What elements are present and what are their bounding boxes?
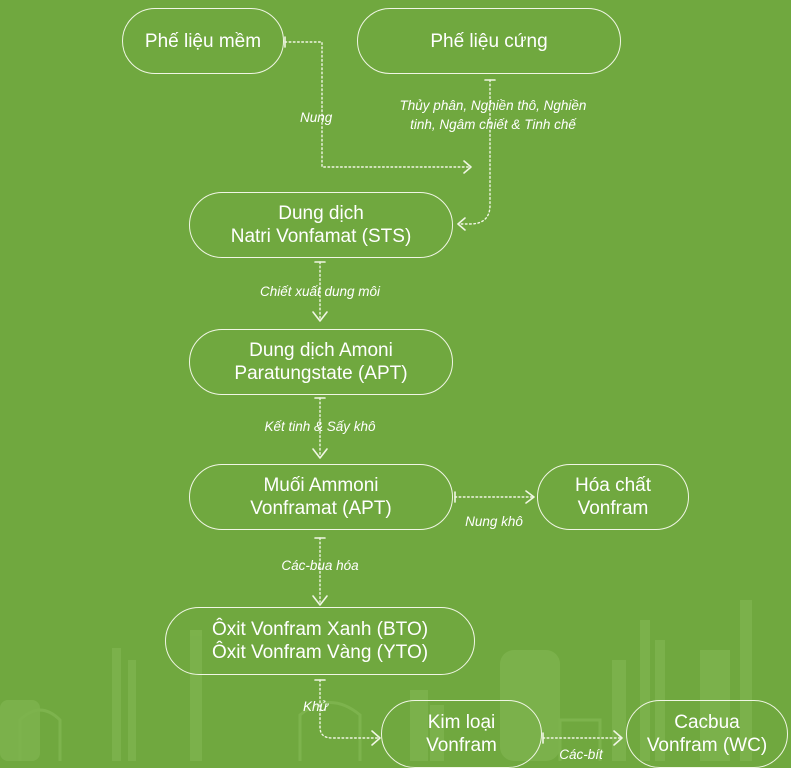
node-phe-lieu-mem: Phế liệu mềm	[122, 8, 284, 74]
edge-label-text-line2: tinh, Ngâm chiết & Tinh chế	[410, 117, 576, 132]
node-apt-salt: Muối Ammoni Vonframat (APT)	[189, 464, 453, 530]
edge-label-chiet-xuat: Chiết xuất dung môi	[220, 282, 420, 301]
edge-label-nung: Nung	[300, 108, 332, 127]
edge-label-text: Các-bua hóa	[281, 558, 359, 573]
node-phe-lieu-cung: Phế liệu cứng	[357, 8, 621, 74]
edge-label-text-line1: Thủy phân, Nghiền thô, Nghiền	[399, 98, 587, 113]
node-label-line2: Ôxit Vonfram Vàng (YTO)	[211, 642, 429, 663]
node-sts: Dung dịch Natri Vonfamat (STS)	[189, 192, 453, 258]
connector-cung-to-sts	[457, 79, 491, 225]
arrowhead-icon	[312, 311, 328, 322]
edge-label-thuy-phan: Thủy phân, Nghiền thô, Nghiền tinh, Ngâm…	[370, 96, 616, 134]
arrowhead-icon	[457, 217, 466, 231]
edge-label-khu: Khử	[303, 697, 328, 716]
arrowhead-icon	[312, 595, 328, 606]
edge-label-text: Kết tinh & Sấy khô	[264, 419, 376, 434]
node-label-line1: Dung dịch Amoni	[249, 340, 393, 361]
node-label-line1: Ôxit Vonfram Xanh (BTO)	[211, 619, 429, 640]
arrowhead-icon	[312, 448, 328, 459]
node-apt-solution: Dung dịch Amoni Paratungstate (APT)	[189, 329, 453, 395]
edge-label-text: Chiết xuất dung môi	[259, 284, 381, 299]
arrowhead-icon	[525, 490, 535, 504]
node-cacbua-vonfram: Cacbua Vonfram (WC)	[626, 700, 788, 768]
node-kim-loai-vonfram: Kim loại Vonfram	[381, 700, 542, 768]
node-label-line2: Natri Vonfamat (STS)	[230, 226, 412, 247]
node-label-line1: Dung dịch	[278, 203, 364, 224]
node-label: Phế liệu mềm	[144, 30, 262, 52]
node-label-line2: Vonframat (APT)	[250, 498, 392, 519]
node-label-line1: Cacbua	[674, 712, 740, 733]
node-hoa-chat-vonfram: Hóa chất Vonfram	[537, 464, 689, 530]
node-label-line1: Muối Ammoni	[263, 475, 379, 496]
node-label-line1: Hóa chất	[574, 475, 652, 496]
node-label-line1: Kim loại	[427, 712, 496, 733]
edge-label-cac-bua-hoa: Các-bua hóa	[220, 556, 420, 575]
connector-oxide-to-kim-loai	[319, 679, 379, 739]
edge-label-nung-kho: Nung khô	[454, 512, 534, 531]
node-label-line2: Vonfram	[577, 498, 649, 519]
edge-label-text: Nung	[300, 110, 333, 125]
arrowhead-icon	[463, 160, 472, 174]
arrowhead-icon	[613, 730, 623, 746]
edge-label-text: Các-bít	[559, 747, 603, 762]
node-label: Phế liệu cứng	[430, 30, 548, 52]
edge-label-text: Khử	[303, 699, 329, 714]
edge-label-ket-tinh: Kết tinh & Sấy khô	[220, 417, 420, 436]
node-oxide: Ôxit Vonfram Xanh (BTO) Ôxit Vonfram Vàn…	[165, 607, 475, 675]
arrowhead-icon	[371, 730, 381, 746]
node-label-line2: Paratungstate (APT)	[234, 363, 408, 384]
node-label-line2: Vonfram	[426, 735, 497, 756]
edge-label-cac-bit: Các-bít	[548, 745, 614, 764]
connector-mem-to-sts	[284, 41, 471, 168]
node-label-line2: Vonfram (WC)	[646, 735, 768, 756]
edge-label-text: Nung khô	[465, 514, 523, 529]
